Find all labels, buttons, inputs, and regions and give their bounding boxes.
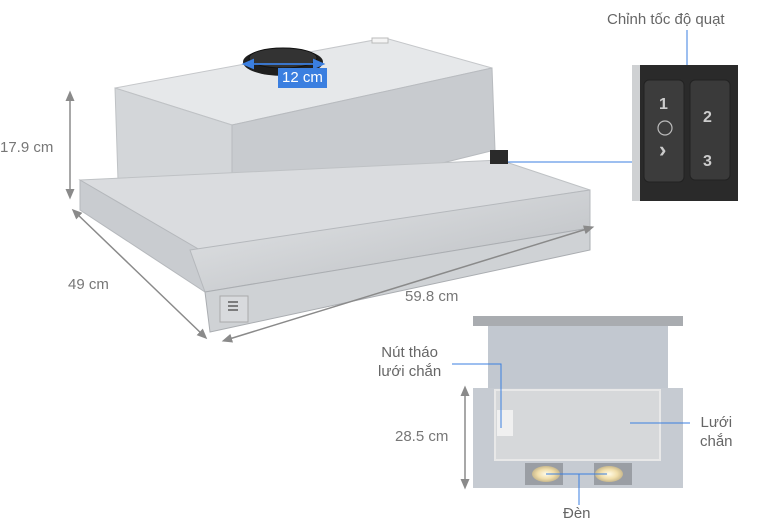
switch-speed-2: 2: [703, 109, 712, 126]
filter-release-line1: Nút tháo: [381, 344, 438, 361]
switch-arrow: ›: [659, 137, 667, 162]
light-label: Đèn: [563, 505, 591, 522]
filter-release-callout-line: [452, 363, 502, 428]
lamp-right: [595, 466, 623, 482]
filter-label: Lưới chắn: [700, 413, 733, 451]
filter-line1: Lưới: [700, 414, 733, 431]
duct-label: 12 cm: [278, 68, 327, 88]
electrolux-logo: [219, 295, 249, 323]
depth-dimension-line: [71, 208, 208, 340]
switch-speed-1: 1: [659, 96, 668, 113]
depth-label: 49 cm: [68, 276, 109, 293]
filter-line2: chắn: [700, 433, 733, 450]
switch-speed-3: 3: [703, 153, 712, 170]
hood-3d-view: [78, 37, 591, 333]
width-dimension-line: [221, 225, 595, 343]
filter-release-label: Nút tháo lưới chắn: [378, 343, 441, 381]
hood-front-view: [473, 316, 683, 488]
filter-release-line2: lưới chắn: [378, 363, 442, 380]
width-label: 59.8 cm: [405, 288, 459, 305]
switch-inset-photo: [632, 65, 738, 201]
fan-speed-label: Chỉnh tốc độ quạt: [607, 11, 725, 28]
height-label: 17.9 cm: [0, 139, 54, 156]
grease-filter: [494, 389, 661, 461]
front-height-label: 28.5 cm: [395, 428, 449, 445]
